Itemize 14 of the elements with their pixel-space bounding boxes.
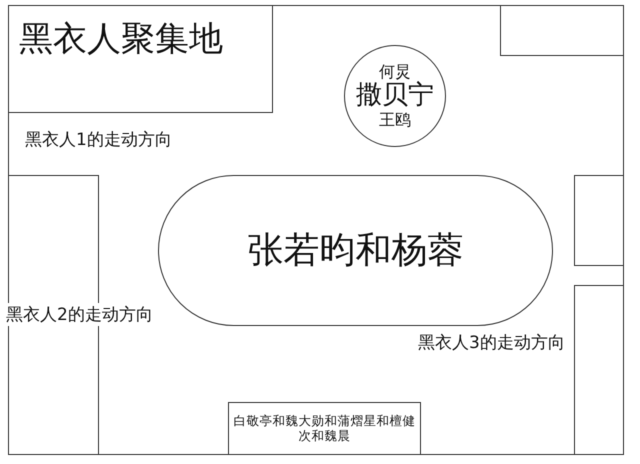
direction-note: 黑衣人3的走动方向	[418, 331, 565, 354]
zone-title: 黑衣人聚集地	[19, 20, 223, 60]
name-text: 撒贝宁	[356, 81, 434, 111]
room-box	[228, 402, 421, 455]
direction-note: 黑衣人2的走动方向	[6, 303, 153, 326]
name-text: 张若昀和杨蓉	[248, 230, 464, 272]
room-box	[574, 285, 624, 455]
zone-box	[8, 5, 273, 113]
room-box	[574, 175, 624, 266]
name-text: 王鸥	[379, 110, 411, 130]
name-text: 白敬亭和魏大勋和蒲熠星和檀健次和魏晨	[232, 414, 416, 443]
name-text: 何炅	[379, 62, 411, 81]
direction-note: 黑衣人1的走动方向	[25, 128, 172, 151]
room-box	[500, 5, 624, 56]
